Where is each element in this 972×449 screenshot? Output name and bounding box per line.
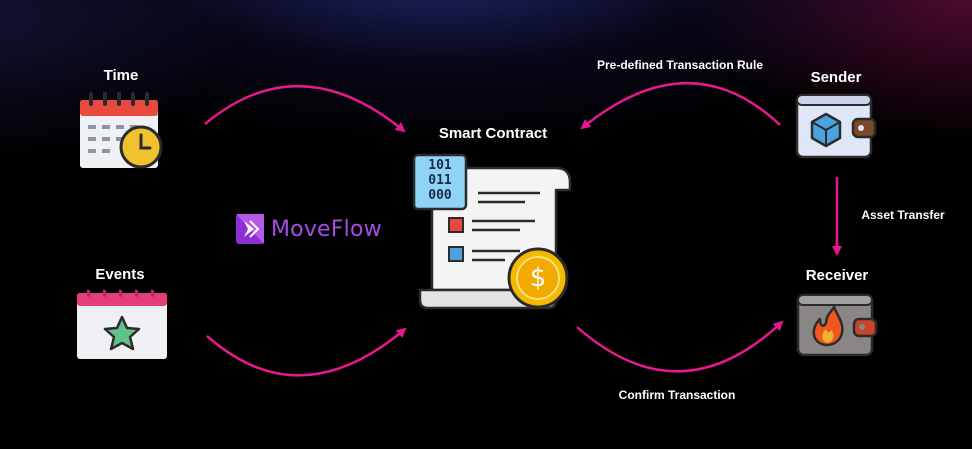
arrow-events-to-contract <box>206 327 407 377</box>
binary-row: 011 <box>428 173 452 188</box>
binary-row: 101 <box>428 158 452 173</box>
node-label-smart-contract: Smart Contract <box>438 125 548 142</box>
binary-row: 000 <box>428 188 452 203</box>
brand-name: MoveFlow <box>271 216 382 242</box>
arrow-contract-to-receiver <box>576 320 784 373</box>
moveflow-logo: MoveFlow <box>236 214 382 244</box>
node-label-time: Time <box>103 67 139 84</box>
node-label-receiver: Receiver <box>805 267 869 284</box>
node-label-sender: Sender <box>810 69 862 86</box>
coin-symbol: $ <box>529 263 547 293</box>
arrow-time-to-contract <box>204 85 406 133</box>
edge-label-asset-transfer: Asset Transfer <box>861 208 945 222</box>
binary-text: 101 011 000 <box>414 158 466 203</box>
moveflow-logo-icon <box>236 214 264 244</box>
arrow-sender-to-contract <box>580 82 781 130</box>
edge-label-predefined-rule: Pre-defined Transaction Rule <box>596 58 764 72</box>
node-label-events: Events <box>95 266 145 283</box>
edge-label-confirm-transaction: Confirm Transaction <box>618 388 736 402</box>
